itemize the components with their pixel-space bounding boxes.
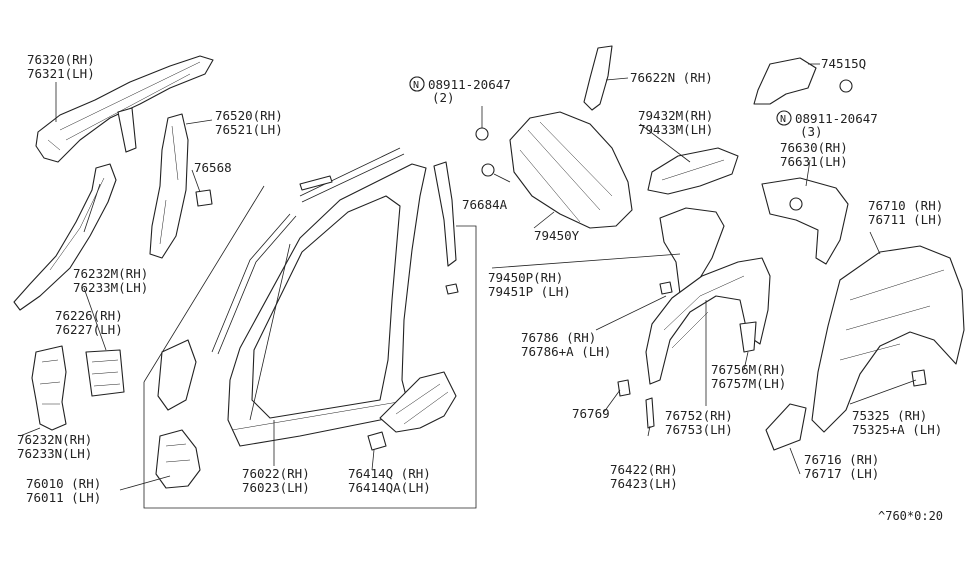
part-76622n[interactable] bbox=[583, 45, 613, 111]
label-75325: 75325 (RH) bbox=[852, 408, 927, 423]
part-b-pillar-strip[interactable] bbox=[433, 161, 459, 295]
label-76769: 76769 bbox=[572, 406, 610, 421]
label-76414q: 76414Q (RH) bbox=[348, 466, 431, 481]
part-76756m[interactable] bbox=[739, 321, 757, 353]
label-76753: 76753(LH) bbox=[665, 422, 733, 437]
label-76521: 76521(LH) bbox=[215, 122, 283, 137]
label-76717: 76717 (LH) bbox=[804, 466, 879, 481]
label-76023: 76023(LH) bbox=[242, 480, 310, 495]
label-74515q: 74515Q bbox=[821, 56, 866, 71]
label-76520: 76520(RH) bbox=[215, 108, 283, 123]
label-76568: 76568 bbox=[194, 160, 232, 175]
label-08911-right: 08911-20647 bbox=[795, 111, 878, 126]
part-79450p[interactable] bbox=[659, 207, 725, 295]
label-76226: 76226(RH) bbox=[55, 308, 123, 323]
part-roof-trim[interactable] bbox=[299, 147, 405, 203]
label-79450p: 79450P(RH) bbox=[488, 270, 563, 285]
label-79433m: 79433M(LH) bbox=[638, 122, 713, 137]
label-76711: 76711 (LH) bbox=[868, 212, 943, 227]
footer-reference: ^760*0:20 bbox=[878, 509, 943, 523]
label-76716: 76716 (RH) bbox=[804, 452, 879, 467]
label-nut-symbol-left: N bbox=[413, 80, 419, 91]
label-76684a: 76684A bbox=[462, 197, 508, 212]
part-body-side-76022[interactable] bbox=[227, 163, 427, 447]
part-weatherstrip[interactable] bbox=[211, 213, 297, 355]
part-a-pillar-76520[interactable] bbox=[149, 113, 189, 259]
label-76414qa: 76414QA(LH) bbox=[348, 480, 431, 495]
label-08911-right-qty: (3) bbox=[800, 124, 823, 139]
part-rear-quarter-76710[interactable] bbox=[811, 245, 965, 433]
part-a-pillar-lower[interactable] bbox=[157, 339, 197, 411]
label-76630: 76630(RH) bbox=[780, 140, 848, 155]
callout-labels: 76320(RH) 76321(LH) 76520(RH) 76521(LH) … bbox=[17, 52, 943, 523]
label-76232n: 76232N(RH) bbox=[17, 432, 92, 447]
part-panel-76232n[interactable] bbox=[31, 345, 67, 431]
part-front-pillar-inner-76010[interactable] bbox=[155, 429, 201, 489]
leader-lines bbox=[19, 63, 917, 491]
label-76022: 76022(RH) bbox=[242, 466, 310, 481]
part-bracket-76568[interactable] bbox=[195, 189, 213, 207]
clip-76684a[interactable] bbox=[481, 163, 511, 183]
label-76232m: 76232M(RH) bbox=[73, 266, 148, 281]
label-75325a: 75325+A (LH) bbox=[852, 422, 942, 437]
part-sill-bracket-76414q[interactable] bbox=[367, 431, 387, 451]
clip-76769[interactable] bbox=[617, 379, 631, 397]
part-rear-sill-ext[interactable] bbox=[379, 371, 457, 433]
label-76757m: 76757M(LH) bbox=[711, 376, 786, 391]
label-76011: 76011 (LH) bbox=[26, 490, 101, 505]
part-76716[interactable] bbox=[765, 403, 807, 451]
clip-76786[interactable] bbox=[659, 281, 673, 295]
label-08911-left-qty: (2) bbox=[432, 90, 455, 105]
label-76786: 76786 (RH) bbox=[521, 330, 596, 345]
part-pillar-76232m[interactable] bbox=[13, 163, 117, 311]
part-76422[interactable] bbox=[645, 397, 655, 429]
label-76631: 76631(LH) bbox=[780, 154, 848, 169]
label-76752: 76752(RH) bbox=[665, 408, 733, 423]
label-76622n: 76622N (RH) bbox=[630, 70, 713, 85]
label-76710: 76710 (RH) bbox=[868, 198, 943, 213]
label-79432m: 79432M(RH) bbox=[638, 108, 713, 123]
part-wheelhouse-79450y[interactable] bbox=[509, 111, 633, 229]
label-76320: 76320(RH) bbox=[27, 52, 95, 67]
label-76422: 76422(RH) bbox=[610, 462, 678, 477]
clip-75325[interactable] bbox=[911, 369, 927, 387]
part-74515q[interactable] bbox=[753, 57, 853, 105]
label-76010: 76010 (RH) bbox=[26, 476, 101, 491]
part-79432m[interactable] bbox=[647, 147, 739, 195]
label-76321: 76321(LH) bbox=[27, 66, 95, 81]
label-76233m: 76233M(LH) bbox=[73, 280, 148, 295]
label-76233n: 76233N(LH) bbox=[17, 446, 92, 461]
label-76786a: 76786+A (LH) bbox=[521, 344, 611, 359]
label-79451p: 79451P (LH) bbox=[488, 284, 571, 299]
assembly-frame bbox=[143, 185, 477, 509]
label-76227: 76227(LH) bbox=[55, 322, 123, 337]
label-76423: 76423(LH) bbox=[610, 476, 678, 491]
label-08911-left: 08911-20647 bbox=[428, 77, 511, 92]
part-plate-76226[interactable] bbox=[85, 349, 125, 397]
label-79450y: 79450Y bbox=[534, 228, 580, 243]
label-76756m: 76756M(RH) bbox=[711, 362, 786, 377]
label-nut-symbol-right: N bbox=[780, 114, 786, 125]
part-76630[interactable] bbox=[761, 177, 849, 265]
part-roof-rail-76320[interactable] bbox=[35, 55, 214, 163]
